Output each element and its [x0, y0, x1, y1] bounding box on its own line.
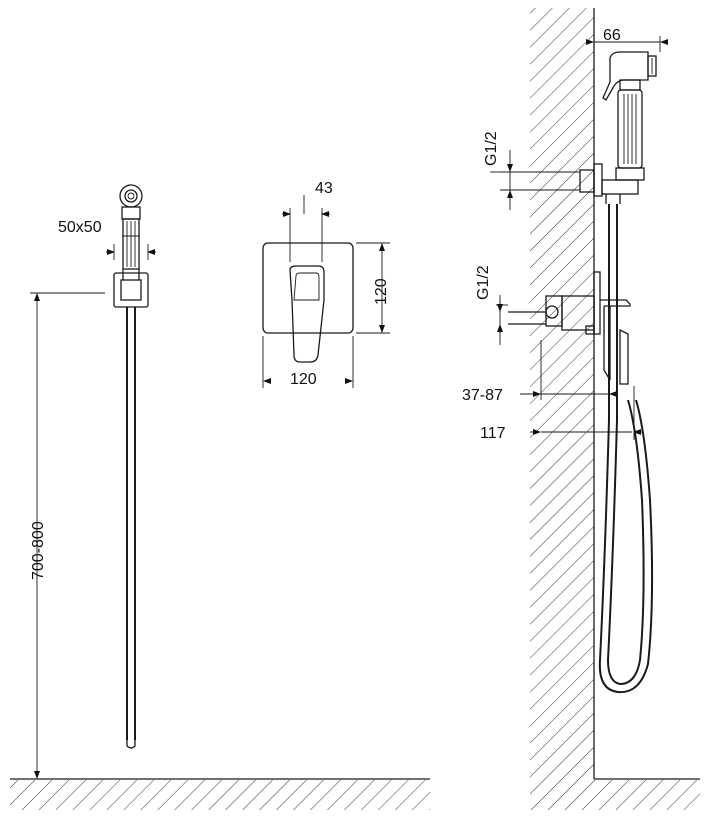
floor-left	[10, 778, 430, 810]
side-view-assembly	[490, 36, 668, 694]
dim-holder-size: 50x50	[58, 219, 102, 236]
dim-total-projection: 117	[480, 425, 506, 442]
dim-plate-height: 120	[373, 278, 390, 305]
floor-right	[530, 778, 700, 810]
front-view-hose	[30, 184, 156, 779]
dim-wall-gap: 37-87	[462, 387, 503, 404]
dim-mount-height: 700-800	[30, 521, 47, 580]
dim-spray-offset: 66	[603, 27, 621, 44]
mixer-front-view	[262, 195, 390, 388]
dim-thread-lower: G1/2	[475, 265, 492, 300]
dim-plate-width: 120	[290, 371, 317, 388]
dim-thread-upper: G1/2	[483, 131, 500, 166]
dim-mixer-depth: 43	[315, 180, 333, 197]
